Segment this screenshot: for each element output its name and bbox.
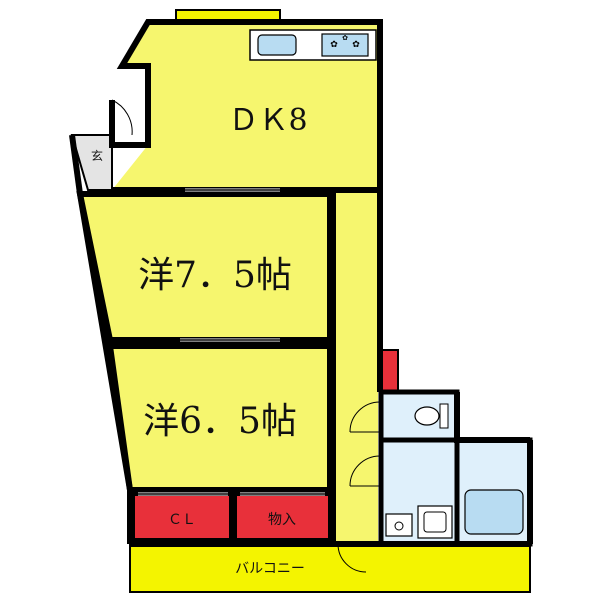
balcony: バルコニー bbox=[129, 543, 531, 593]
dk-room-label: ＤＫ8 bbox=[228, 103, 307, 138]
stove-icon bbox=[321, 33, 369, 57]
washroom bbox=[378, 437, 460, 547]
door-swings bbox=[337, 401, 381, 573]
kitchen-counter: ✿ ✿ ✿ bbox=[249, 29, 377, 61]
svg-text:✿: ✿ bbox=[352, 39, 360, 49]
toilet-icon bbox=[414, 406, 440, 426]
exterior-walls bbox=[69, 19, 533, 547]
sink-icon bbox=[257, 34, 297, 56]
svg-text:✿: ✿ bbox=[330, 39, 338, 49]
western-room-small-label: 洋6．5帖 bbox=[143, 401, 297, 442]
entrance-door-swing bbox=[111, 99, 133, 136]
bathroom bbox=[454, 437, 533, 547]
washbasin-icon bbox=[385, 513, 413, 537]
closet: ＣＬ bbox=[131, 492, 233, 542]
western-room-large: 洋7．5帖 bbox=[76, 191, 333, 343]
entrance-label: 玄 bbox=[91, 148, 103, 163]
storage: 物入 bbox=[233, 492, 332, 542]
storage-label: 物入 bbox=[268, 512, 296, 528]
dk-window bbox=[175, 9, 281, 21]
washing-machine-icon bbox=[417, 505, 453, 539]
balcony-label: バルコニー bbox=[235, 561, 305, 577]
toilet-tank-icon bbox=[439, 403, 449, 429]
western-room-small: 洋6．5帖 bbox=[106, 343, 333, 493]
toilet-room bbox=[378, 389, 460, 443]
hallway bbox=[333, 192, 378, 544]
svg-text:✿: ✿ bbox=[342, 34, 348, 42]
dk-room: ＤＫ8 bbox=[112, 22, 380, 190]
closet-label: ＣＬ bbox=[168, 512, 196, 528]
sliding-openings bbox=[138, 188, 325, 496]
bathtub-icon bbox=[464, 489, 524, 535]
western-room-large-label: 洋7．5帖 bbox=[138, 255, 292, 296]
